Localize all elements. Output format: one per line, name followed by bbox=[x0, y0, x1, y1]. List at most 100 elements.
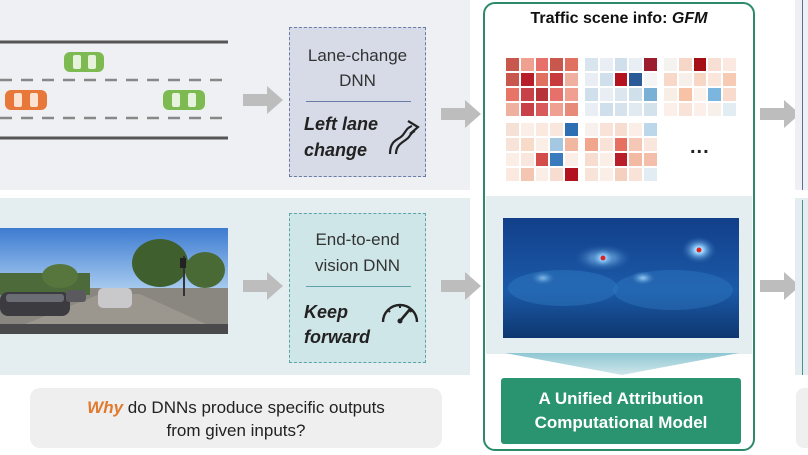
heatmap-cell bbox=[549, 167, 565, 182]
question-line2: from given inputs? bbox=[166, 421, 306, 440]
heatmap-cell bbox=[519, 102, 535, 117]
dnn-title-line: DNN bbox=[339, 71, 376, 90]
next-stage-band bbox=[795, 198, 808, 375]
heatmap-cell bbox=[613, 87, 629, 102]
heatmap-cell bbox=[692, 72, 708, 87]
unified-attribution-model-box: A Unified Attribution Computational Mode… bbox=[501, 378, 741, 444]
feature-heatmap bbox=[584, 57, 658, 117]
heatmap-cell bbox=[643, 57, 658, 72]
heatmap-cell bbox=[505, 167, 520, 182]
heatmap-cell bbox=[707, 102, 723, 117]
next-stage-box bbox=[802, 200, 808, 375]
heatmap-cell bbox=[598, 152, 614, 167]
heatmap-cell bbox=[505, 122, 520, 137]
heatmap-cell bbox=[564, 152, 579, 167]
heatmap-cell bbox=[549, 137, 565, 152]
heatmap-cell bbox=[643, 137, 658, 152]
heatmap-cell bbox=[722, 87, 737, 102]
funnel-shape bbox=[505, 353, 739, 375]
dnn-output-line: change bbox=[304, 140, 368, 160]
heatmap-cell bbox=[677, 57, 693, 72]
heatmap-cell bbox=[613, 122, 629, 137]
why-keyword: Why bbox=[87, 398, 124, 417]
heatmap-cell bbox=[628, 102, 644, 117]
heatmap-cell bbox=[707, 57, 723, 72]
feature-heatmap bbox=[505, 122, 579, 182]
heatmap-cell bbox=[549, 87, 565, 102]
heatmap-cell bbox=[598, 87, 614, 102]
heatmap-cell bbox=[534, 122, 550, 137]
heatmap-cell bbox=[628, 137, 644, 152]
heatmap-cell bbox=[643, 167, 658, 182]
heatmap-cell bbox=[584, 137, 599, 152]
divider bbox=[306, 286, 411, 287]
heatmap-cell bbox=[519, 87, 535, 102]
heatmap-cell bbox=[643, 152, 658, 167]
heatmap-cell bbox=[677, 102, 693, 117]
dnn-output-line: Keep bbox=[304, 302, 349, 322]
heatmap-cell bbox=[707, 87, 723, 102]
flow-arrow-icon bbox=[243, 86, 283, 114]
heatmap-cell bbox=[663, 87, 678, 102]
panel-title-prefix: Traffic scene info: bbox=[530, 10, 672, 27]
heatmap-cell bbox=[549, 122, 565, 137]
orange-car-icon bbox=[5, 90, 47, 110]
heatmap-cell bbox=[519, 122, 535, 137]
heatmap-cell bbox=[598, 57, 614, 72]
heatmap-cell bbox=[598, 72, 614, 87]
heatmap-cell bbox=[505, 57, 520, 72]
heatmap-cell bbox=[598, 137, 614, 152]
next-stage-band bbox=[795, 0, 808, 190]
heatmap-cell bbox=[613, 102, 629, 117]
heatmap-cell bbox=[598, 122, 614, 137]
dnn-output-line: forward bbox=[304, 327, 371, 347]
heatmap-cell bbox=[534, 102, 550, 117]
heatmap-cell bbox=[663, 102, 678, 117]
heatmap-cell bbox=[584, 72, 599, 87]
heatmap-cell bbox=[505, 137, 520, 152]
heatmap-cell bbox=[519, 72, 535, 87]
heatmap-cell bbox=[584, 152, 599, 167]
heatmap-cell bbox=[534, 137, 550, 152]
flow-arrow-icon bbox=[441, 100, 481, 128]
heatmap-cell bbox=[707, 72, 723, 87]
heatmap-cell bbox=[613, 72, 629, 87]
heatmap-cell bbox=[505, 102, 520, 117]
heatmap-cell bbox=[613, 152, 629, 167]
heatmap-cell bbox=[628, 72, 644, 87]
heatmap-cell bbox=[722, 57, 737, 72]
heatmap-cell bbox=[692, 57, 708, 72]
question-text: Why do DNNs produce specific outputs fro… bbox=[30, 396, 442, 442]
model-title-line2: Computational Model bbox=[534, 413, 708, 432]
heatmap-cell bbox=[663, 72, 678, 87]
heatmap-cell bbox=[643, 87, 658, 102]
heatmap-cell bbox=[722, 102, 737, 117]
feature-heatmap bbox=[505, 57, 579, 117]
dnn-title-line: End-to-end bbox=[315, 230, 400, 249]
heatmap-cell bbox=[564, 122, 579, 137]
dnn-output-line: Left lane bbox=[304, 114, 379, 134]
heatmap-cell bbox=[564, 72, 579, 87]
heatmap-cell bbox=[692, 102, 708, 117]
heatmap-cell bbox=[628, 87, 644, 102]
heatmap-cell bbox=[505, 72, 520, 87]
green-car-icon bbox=[64, 52, 104, 72]
model-title: A Unified Attribution Computational Mode… bbox=[501, 387, 741, 435]
heatmap-cell bbox=[584, 87, 599, 102]
heatmap-cell bbox=[628, 122, 644, 137]
heatmap-cell bbox=[584, 57, 599, 72]
heatmap-cell bbox=[519, 152, 535, 167]
dnn-title-line: Lane-change bbox=[307, 46, 408, 65]
heatmap-cell bbox=[613, 57, 629, 72]
heatmap-cell bbox=[643, 102, 658, 117]
heatmap-cell bbox=[549, 72, 565, 87]
question-box: Why do DNNs produce specific outputs fro… bbox=[30, 388, 442, 448]
heatmap-cell bbox=[534, 152, 550, 167]
ellipsis: ... bbox=[690, 136, 710, 158]
heatmap-cell bbox=[584, 102, 599, 117]
heatmap-cell bbox=[584, 122, 599, 137]
heatmap-cell bbox=[722, 72, 737, 87]
green-car-icon bbox=[163, 90, 205, 110]
heatmap-cell bbox=[564, 87, 579, 102]
heatmap-cell bbox=[643, 72, 658, 87]
